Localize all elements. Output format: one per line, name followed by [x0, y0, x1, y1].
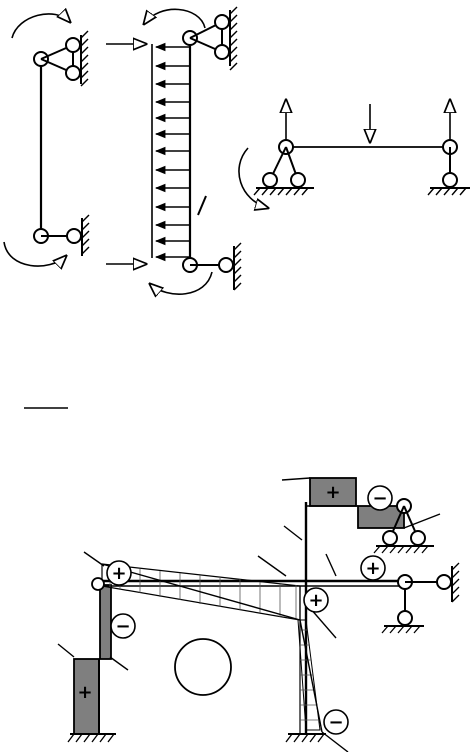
sign-marker-minus: −	[323, 709, 349, 735]
blank-circle	[174, 638, 232, 696]
loaded-column	[144, 6, 242, 294]
moment-diagram	[57, 477, 441, 752]
loads-and-supports-figure	[3, 6, 470, 310]
sign-marker-plus: +	[325, 482, 340, 503]
sign-marker-plus: +	[77, 682, 92, 703]
sign-marker-minus: −	[367, 485, 393, 511]
left-column	[3, 14, 146, 266]
svg-text:−: −	[115, 616, 130, 637]
svg-text:−: −	[328, 712, 343, 733]
svg-text:+: +	[365, 558, 380, 579]
right-beam	[238, 100, 470, 208]
sign-marker-plus: +	[106, 560, 132, 586]
svg-text:−: −	[372, 488, 387, 509]
svg-text:+: +	[325, 482, 340, 503]
svg-text:+: +	[77, 682, 92, 703]
supports	[67, 498, 460, 743]
internal-force-diagram: + − + + + − +	[24, 407, 460, 752]
frame-members	[73, 477, 405, 735]
sign-marker-minus: −	[110, 613, 136, 639]
svg-text:+: +	[111, 563, 126, 584]
sign-marker-plus: +	[360, 555, 386, 581]
sign-markers: + − + + + − +	[77, 482, 393, 735]
sign-marker-plus: +	[303, 587, 329, 613]
svg-text:+: +	[308, 590, 323, 611]
